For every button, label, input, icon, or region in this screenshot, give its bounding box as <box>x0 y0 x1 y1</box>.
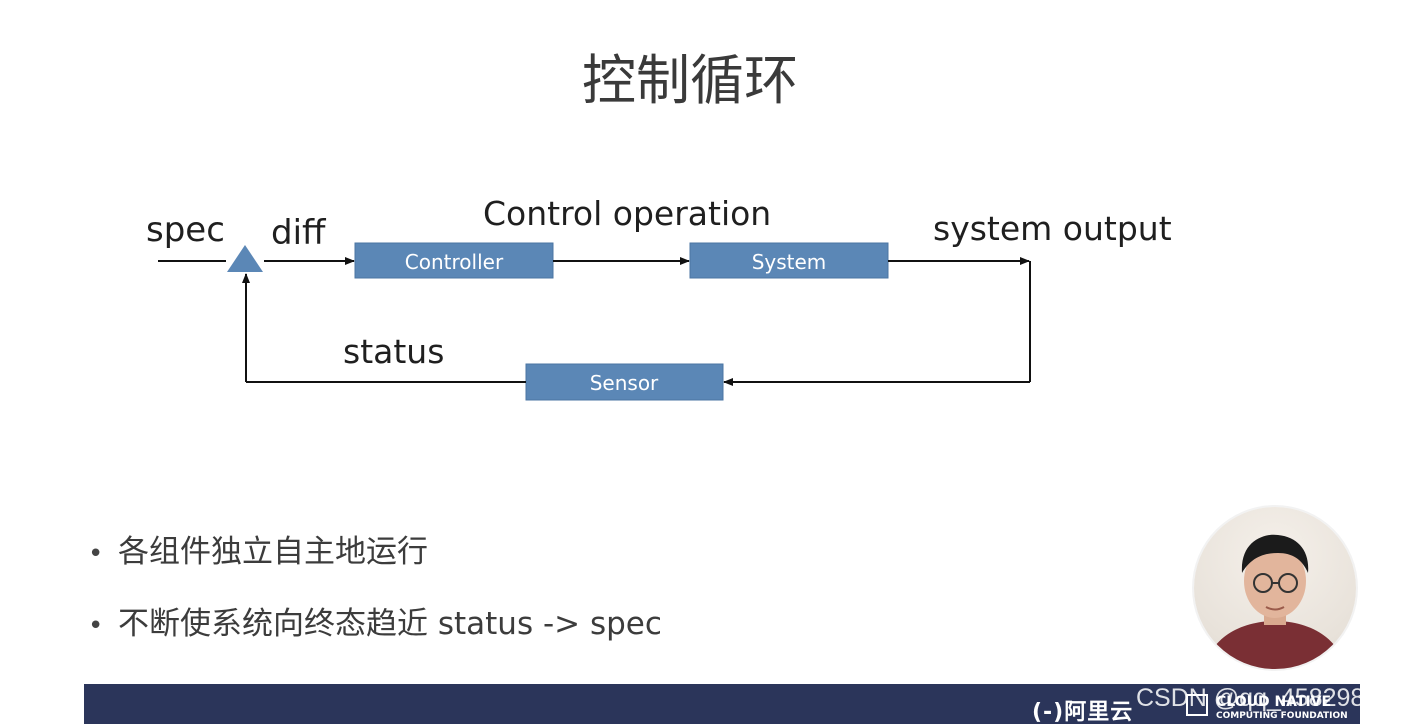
bullet-dot: • <box>88 530 118 578</box>
sensor-box-label: Sensor <box>590 371 659 395</box>
system-output-label: system output <box>933 209 1172 248</box>
bullet-list: •各组件独立自主地运行 •不断使系统向终态趋近 status -> spec <box>88 528 662 672</box>
csdn-watermark: CSDN @qq_45829820 <box>1136 684 1392 713</box>
comparator-triangle <box>227 245 263 272</box>
bullet-text: 各组件独立自主地运行 <box>118 534 428 570</box>
bullet-item: •不断使系统向终态趋近 status -> spec <box>88 600 662 672</box>
bullet-item: •各组件独立自主地运行 <box>88 528 662 600</box>
status-label: status <box>343 332 444 371</box>
system-box-label: System <box>752 250 827 274</box>
diff-label: diff <box>271 213 327 253</box>
control-operation-label: Control operation <box>483 194 771 233</box>
spec-label: spec <box>146 210 225 250</box>
presenter-video <box>1194 507 1356 669</box>
aliyun-logo: (-)阿里云 <box>1032 694 1133 726</box>
bullet-text: 不断使系统向终态趋近 status -> spec <box>118 606 662 642</box>
presenter-figure <box>1194 507 1356 669</box>
controller-box-label: Controller <box>405 250 504 274</box>
bullet-dot: • <box>88 602 118 650</box>
